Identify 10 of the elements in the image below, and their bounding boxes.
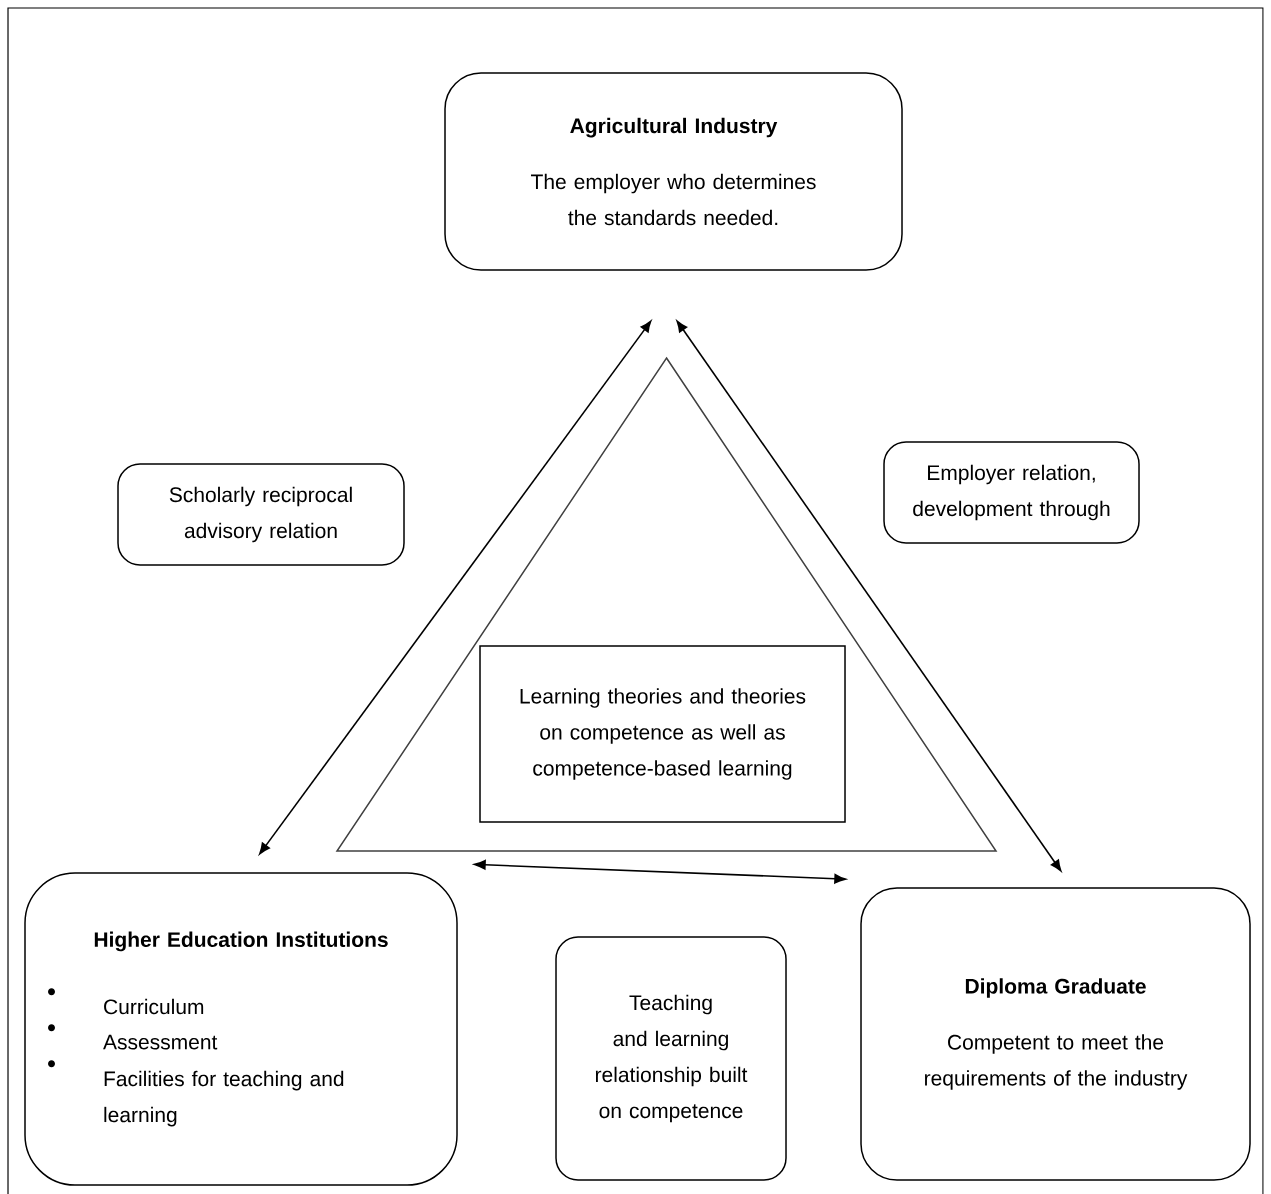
text-box: Learning theories and theories on competence as well as competence-based learning: [479, 645, 846, 823]
rounded-box: Diploma Graduate Competent to meet the requirements of the industry: [860, 887, 1251, 1181]
arrow: [676, 320, 1062, 872]
arrow: [474, 859, 846, 884]
rounded-box: Agricultural Industry The employer who determines the standards needed.: [444, 72, 903, 271]
rounded-box: Teaching and learning relationship built on competence: [555, 936, 787, 1181]
rounded-box: Employer relation, development through: [883, 441, 1140, 544]
rounded-box: Scholarly reciprocal advisory relation: [117, 463, 405, 566]
arrow: [259, 320, 652, 855]
rounded-box: Higher Education Institutions Curriculum Assessment Facilities for teaching and learning: [24, 872, 458, 1186]
